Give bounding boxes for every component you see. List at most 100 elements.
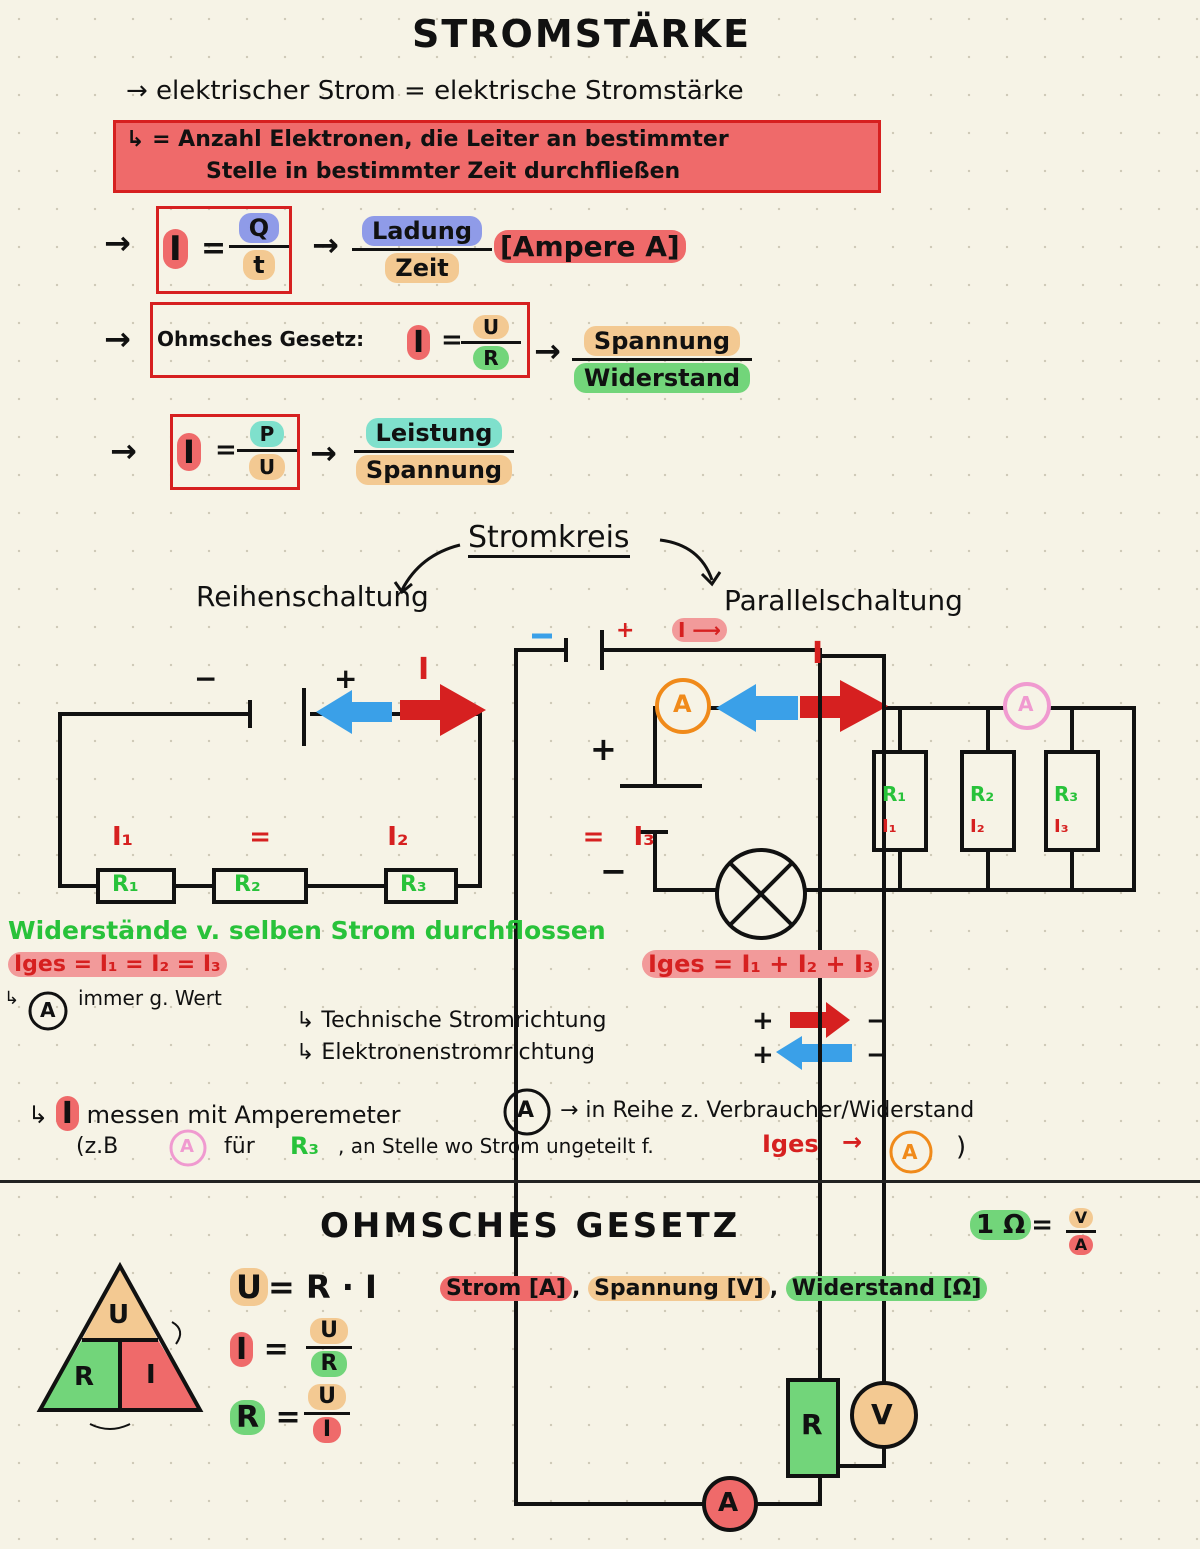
measure-line-1-end: → in Reihe z. Verbraucher/Widerstand (560, 1098, 975, 1123)
parallel-ammeter-2: A (1018, 692, 1034, 716)
series-note: Widerstände v. selben Strom durchflossen (8, 916, 606, 945)
formula1-unit: [Ampere A] (494, 230, 686, 263)
ohm-title: OHMSCHES GESETZ (320, 1206, 741, 1246)
equals-sign: = (201, 231, 227, 266)
definition-line-2: Stelle in bestimmter Zeit durchfließen (206, 159, 681, 184)
ohm-circuit-current: I ⟶ (672, 618, 728, 642)
measure-line-2b: für (224, 1134, 255, 1159)
parallel-current-1: I₁ (882, 816, 897, 837)
parallel-formula: Iges = I₁ + I₂ + I₃ (642, 950, 880, 978)
formula3-fraction: P U (237, 421, 297, 480)
equals-sign: = (441, 325, 463, 355)
parallel-ammeter-1: A (673, 690, 692, 718)
fraction-bar (572, 358, 752, 361)
series-resistor-3: R₃ (400, 872, 427, 897)
arrow-icon: → (104, 224, 131, 262)
triangle-top (82, 1266, 158, 1340)
parallel-current-3: I₃ (1054, 816, 1069, 837)
circuit-heading: Stromkreis (468, 520, 630, 558)
measure-line-2a: (z.B (76, 1134, 119, 1159)
section-divider (0, 1180, 1200, 1183)
series-resistor-2: R₂ (234, 872, 261, 897)
equals-sign: = (215, 435, 237, 465)
ohm-formula-i-fraction: U R (306, 1318, 352, 1377)
formula3-den-word: Spannung (355, 455, 513, 485)
measure-arrow: → (842, 1128, 863, 1156)
ohm-units-line: Strom [A], Spannung [V], Widerstand [Ω] (440, 1276, 988, 1301)
electron-direction-label: ↳ Elektronenstromrichtung (296, 1040, 595, 1065)
series-currents: I₁ = I₂ = I₃ (112, 822, 655, 852)
ammeter-icon (503, 1088, 551, 1136)
series-ammeter-note: immer g. Wert (78, 986, 222, 1010)
technical-minus: − (866, 1006, 888, 1036)
formula2-box: Ohmsches Gesetz: I = U R (150, 302, 530, 378)
intro-line: → elektrischer Strom = elektrische Strom… (126, 76, 744, 106)
ohm-circuit-resistor-label: R (801, 1408, 823, 1441)
formula3-den: U (248, 454, 286, 480)
series-ammeter-letter: A (40, 998, 56, 1022)
technical-plus: + (752, 1006, 774, 1036)
formula2-num: U (472, 315, 510, 339)
fraction-bar (354, 450, 514, 453)
ammeter-icon (169, 1129, 207, 1167)
parallel-minus: − (600, 852, 627, 890)
ohm-formula-u: U= R · I (230, 1268, 377, 1306)
formula3-words: Leistung Spannung (354, 418, 514, 485)
triangle-i: I (146, 1360, 156, 1390)
formula1-words: Ladung Zeit (352, 216, 492, 283)
parallel-current-label: I (812, 636, 824, 671)
electron-minus: − (866, 1040, 888, 1070)
parallel-label: Parallelschaltung (724, 584, 963, 617)
electron-arrow-icon (316, 690, 392, 734)
measure-line-1: ↳ I messen mit Amperemeter (28, 1096, 401, 1131)
measure-r3: R₃ (290, 1132, 319, 1160)
formula2-fraction: U R (461, 315, 521, 370)
formula3-box: I = P U (170, 414, 300, 490)
measure-iges: Iges (762, 1130, 819, 1158)
ammeter-icon (1003, 682, 1051, 730)
fraction-bar (461, 341, 521, 344)
arrow-head (393, 581, 413, 595)
parallel-plus: + (590, 730, 617, 768)
series-current-label: I (418, 652, 430, 687)
formula1-den: t (243, 250, 275, 280)
hook-arrow-icon: ↳ (4, 988, 20, 1009)
formula1-num-word: Ladung (361, 216, 483, 246)
resistor-icon (786, 1378, 840, 1478)
ohm-unit-definition: 1 Ω= (970, 1210, 1053, 1240)
formula2-num-word: Spannung (583, 326, 741, 356)
series-minus: − (194, 662, 218, 695)
ammeter-icon (28, 991, 68, 1031)
technical-direction-label: ↳ Technische Stromrichtung (296, 1008, 607, 1033)
electron-arrow-icon (716, 684, 798, 732)
arrow-icon: → (310, 434, 337, 472)
triangle-r: R (74, 1362, 95, 1392)
arrow-icon: → (110, 432, 137, 470)
ammeter-icon (889, 1130, 933, 1174)
measure-line-2d: , an Stelle wo Strom ungeteilt f. (338, 1134, 654, 1158)
fraction-bar (229, 245, 289, 248)
ohm-circuit-ammeter-label: A (718, 1488, 739, 1518)
ammeter-icon (655, 678, 711, 734)
triangle-right (120, 1340, 200, 1410)
series-plus: + (334, 662, 358, 695)
ohm-formula-i-lhs: I = (230, 1332, 289, 1367)
ohm-circuit-voltmeter-label: V (871, 1398, 893, 1431)
ohm-unit-fraction: V A (1066, 1208, 1096, 1255)
electron-direction-icon (776, 1036, 852, 1070)
ohm-formula-r-lhs: R = (230, 1400, 301, 1435)
parallel-resistor-2: R₂ (970, 782, 995, 806)
definition-box: ↳ = Anzahl Elektronen, die Leiter an bes… (113, 120, 881, 193)
formula1-box: I = Q t (156, 206, 292, 294)
formula1-fraction: Q t (229, 213, 289, 280)
fraction-bar (352, 248, 492, 251)
measure-pink-ammeter: A (180, 1136, 194, 1157)
fraction-bar (237, 449, 297, 452)
ohm-formula-r-fraction: U I (304, 1384, 350, 1443)
triangle-left (40, 1340, 120, 1410)
triangle-u: U (108, 1300, 130, 1330)
formula2-den-word: Widerstand (573, 363, 751, 393)
voltmeter-icon (850, 1381, 918, 1449)
definition-line-1: ↳ = Anzahl Elektronen, die Leiter an bes… (126, 127, 729, 152)
formula1-lhs: I (163, 229, 188, 269)
